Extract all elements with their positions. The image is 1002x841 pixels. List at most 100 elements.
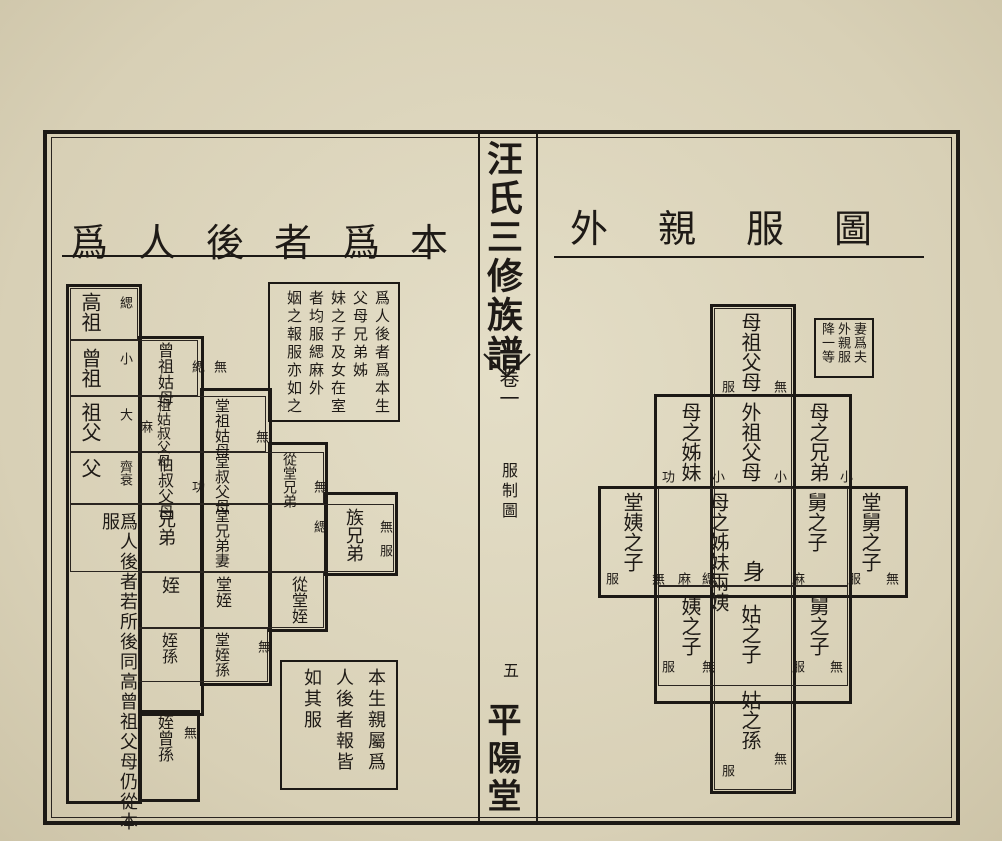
mourning-mark: 大 (117, 408, 132, 421)
mourning-mark: 無 (699, 660, 714, 673)
relative-label: 舅之子 (804, 492, 828, 552)
relative-label: 姪孫 (159, 632, 178, 664)
right-middle-outline (654, 394, 852, 704)
note-line: 姻之報服亦如之 (285, 290, 303, 416)
relative-label: 堂叔父母 (213, 454, 231, 514)
mourning-mark: 服 (719, 764, 734, 777)
relative-label: 姑之孫 (738, 690, 762, 750)
mourning-mark: 無 (771, 380, 786, 393)
relative-label: 母之兄弟 (806, 402, 830, 482)
spine-title: 汪氏三修族譜 (481, 140, 523, 374)
mourning-mark: 服 (719, 380, 734, 393)
mourning-mark: 齊衰 (117, 460, 132, 486)
note-line: 人後者報皆 (333, 668, 354, 773)
cell (70, 288, 138, 340)
mourning-mark: 無 (883, 572, 898, 585)
relative-label: 從堂兄弟 (281, 452, 297, 508)
relative-label: 堂祖姑母 (213, 398, 231, 458)
cell (658, 488, 848, 586)
mourning-mark: 緦 (311, 520, 326, 533)
note-line: 如其服 (301, 668, 322, 731)
cell (714, 308, 792, 790)
cell (70, 396, 266, 452)
cell (138, 628, 268, 682)
left-col4-outline (324, 492, 398, 576)
mourning-mark: 緦 (699, 572, 714, 585)
cell (138, 572, 324, 628)
book-spine (478, 134, 538, 824)
mourning-mark: 無 (377, 520, 392, 533)
left-bottom-outline (138, 710, 200, 802)
mourning-mark: 小 (117, 352, 132, 365)
mourning-mark: 緦 (189, 360, 204, 373)
relative-label: 堂兄弟妻 (213, 508, 231, 568)
inner-frame (51, 137, 952, 818)
note-line: 外親服 (835, 322, 850, 364)
successor-rule-text: 爲人後者若所後同高曾祖父母仍從本服 (99, 512, 138, 832)
spine-section: 服制圖 (499, 462, 518, 522)
relative-label: 外祖父母 (738, 402, 762, 482)
relative-label: 舅之子 (806, 596, 830, 656)
mourning-mark: 無 (253, 430, 268, 443)
fish-tail-icon (483, 353, 531, 378)
mourning-mark: 小 (837, 470, 852, 483)
note-line: 者均服緦麻外 (307, 290, 325, 398)
relative-label: 從堂姪 (289, 576, 308, 624)
relative-label: 兄弟 (155, 510, 176, 546)
left-note-box-top (268, 282, 400, 422)
note-line: 父母兄弟姊 (351, 290, 369, 380)
note-line: 妻爲夫 (851, 322, 866, 364)
mourning-mark: 服 (845, 572, 860, 585)
ancestor-label: 曾祖 (78, 348, 102, 388)
relative-label: 姪 (159, 576, 180, 594)
relative-label: 堂姨之子 (620, 492, 644, 572)
cell (70, 504, 394, 572)
mourning-mark: 服 (603, 572, 618, 585)
cell (70, 452, 324, 504)
relative-label: 祖姑叔父母 (155, 398, 171, 468)
relative-label: 母之姊妹兩姨 (706, 492, 730, 612)
mourning-mark: 小 (709, 470, 724, 483)
note-line: 妹之子及女在室 (329, 290, 347, 416)
relative-label: 母之姊妹 (678, 402, 702, 482)
mourning-mark: 服 (789, 660, 804, 673)
relative-label: 母祖父母 (738, 312, 762, 392)
relative-label: 伯叔父母 (155, 456, 174, 520)
cell (70, 340, 198, 396)
relative-label: 堂姪 (213, 576, 232, 608)
note-line: 本生親屬爲 (365, 668, 386, 773)
cell (658, 586, 848, 686)
note-line: 降一等 (819, 322, 834, 364)
right-heading: 外親服圖 (570, 207, 923, 251)
right-note-box (814, 318, 874, 378)
mourning-mark: 麻 (789, 572, 804, 585)
mourning-mark: 服 (659, 660, 674, 673)
mourning-mark: 緦 (117, 296, 132, 309)
left-heading-rule (62, 255, 428, 257)
mourning-mark: 無 (211, 360, 226, 373)
mourning-mark: 無 (311, 480, 326, 493)
left-note-box-bottom (280, 660, 398, 790)
mourning-mark: 無 (649, 572, 664, 585)
relative-label: 姨之子 (678, 596, 702, 656)
mourning-mark: 無 (827, 660, 842, 673)
note-line: 爲人後者爲本生 (373, 290, 391, 416)
relative-label: 堂舅之子 (858, 492, 882, 572)
spine-page-number: 五 (500, 662, 519, 678)
relative-label: 姑之子 (738, 604, 762, 664)
relative-label: 曾祖姑母 (155, 342, 174, 406)
ancestor-label: 祖父 (78, 402, 102, 442)
mourning-mark: 服 (377, 544, 392, 557)
left-heading: 爲人後者爲本 (70, 221, 479, 265)
ancestor-label: 高祖 (78, 292, 102, 332)
ancestor-label: 父 (78, 458, 102, 478)
mourning-mark: 功 (189, 480, 204, 493)
outer-frame (43, 130, 960, 825)
spine-volume: 卷一 (496, 368, 520, 408)
mourning-mark: 功 (659, 470, 674, 483)
mourning-mark: 小 (771, 470, 786, 483)
mourning-mark: 無 (255, 640, 270, 653)
mourning-mark: 麻 (675, 572, 690, 585)
right-heading-rule (554, 256, 924, 258)
